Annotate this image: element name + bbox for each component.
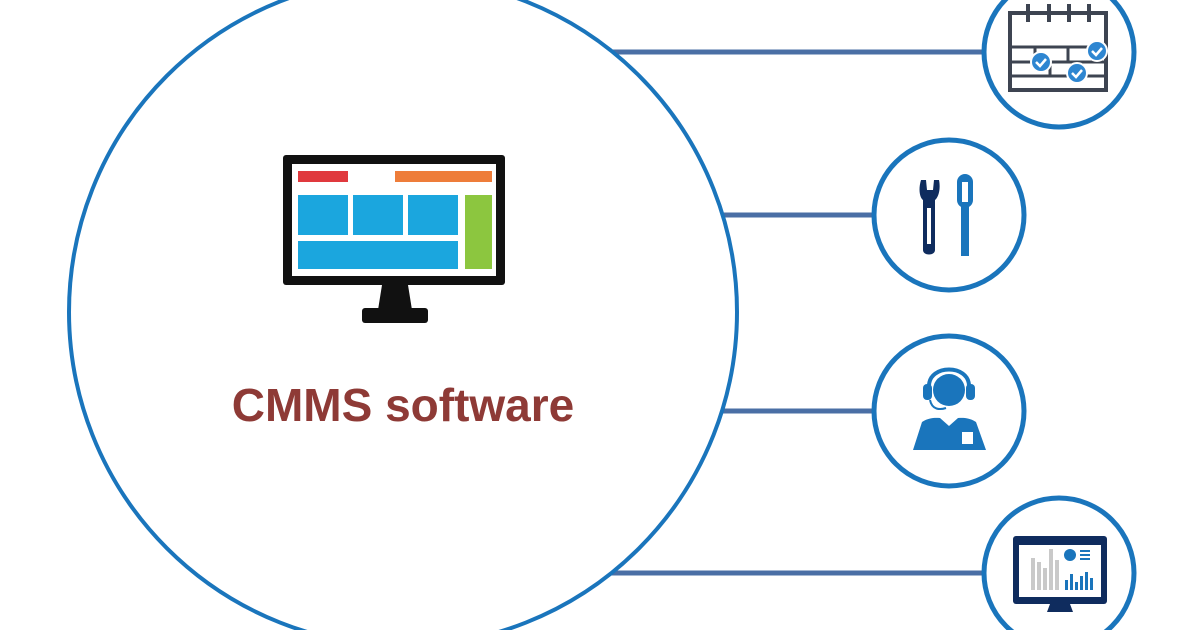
wrench-screwdriver-icon [919,174,973,256]
feature-circle-tools [871,137,1027,293]
support-agent-icon [913,367,986,450]
calendar-check-icon [1008,4,1108,92]
connectors [610,49,984,576]
monitor-dashboard-icon [283,155,505,323]
feature-circle-support [871,333,1027,489]
analytics-monitor-icon [1013,536,1107,612]
diagram-title: CMMS software [231,379,575,431]
